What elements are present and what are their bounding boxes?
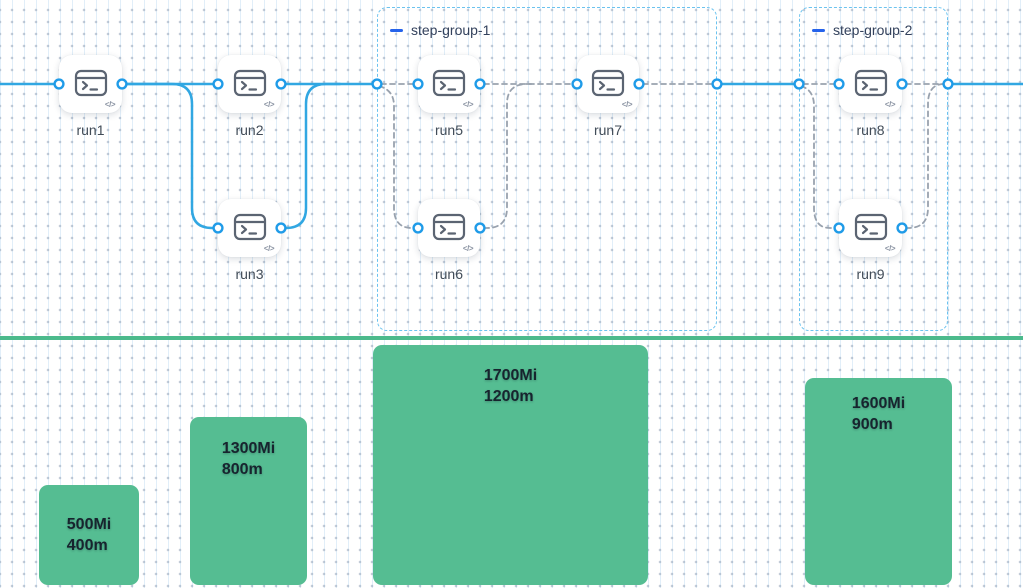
terminal-icon (74, 69, 107, 96)
code-badge-icon: </> (462, 244, 474, 253)
bar-memory-label: 1300Mi (221, 440, 276, 457)
resource-bar-1: 500Mi 400m (39, 485, 139, 585)
group-step-group-2[interactable]: step-group-2 (799, 7, 948, 331)
code-badge-icon: </> (263, 244, 275, 253)
node-label: run7 (593, 122, 623, 138)
node-run8[interactable]: </> run8 (839, 55, 902, 138)
minus-collapse-icon[interactable] (390, 28, 403, 32)
node-run2[interactable]: </> run2 (218, 55, 281, 138)
terminal-icon (432, 69, 466, 96)
node-card[interactable]: </> (59, 55, 122, 113)
node-label: run5 (434, 122, 464, 138)
edge-run3-group1[interactable] (283, 82, 342, 230)
node-card[interactable]: </> (418, 199, 480, 257)
node-label: run3 (235, 266, 264, 282)
code-badge-icon: </> (621, 100, 633, 109)
node-run3[interactable]: </> run3 (218, 199, 281, 282)
bar-label: 1700Mi 1200m (484, 345, 537, 585)
node-card[interactable]: </> (418, 55, 480, 113)
terminal-icon (233, 69, 266, 96)
node-label: run2 (235, 122, 264, 138)
group-step-group-1[interactable]: step-group-1 (377, 7, 717, 331)
resource-bar-4: 1600Mi 900m (805, 378, 952, 585)
bar-cpu-label: 400m (66, 537, 108, 554)
edge-run1-run3[interactable] (124, 82, 216, 230)
code-badge-icon: </> (462, 100, 474, 109)
terminal-icon (233, 213, 266, 240)
bar-memory-label: 1600Mi (851, 395, 906, 412)
code-badge-icon: </> (263, 100, 275, 109)
group-header: step-group-1 (390, 22, 490, 38)
terminal-icon (432, 213, 466, 240)
node-label: run8 (856, 122, 885, 138)
code-badge-icon: </> (104, 100, 116, 109)
node-card[interactable]: </> (218, 55, 281, 113)
node-label: run6 (434, 266, 464, 282)
node-card[interactable]: </> (218, 199, 281, 257)
node-run9[interactable]: </> run9 (839, 199, 902, 282)
node-run6[interactable]: </> run6 (418, 199, 480, 282)
terminal-icon (591, 69, 625, 96)
resource-bar-2: 1300Mi 800m (190, 417, 307, 585)
resource-divider-line (0, 336, 1023, 340)
group-label: step-group-1 (411, 22, 491, 38)
code-badge-icon: </> (884, 100, 896, 109)
bar-label: 500Mi 400m (67, 485, 111, 585)
bar-cpu-label: 900m (851, 416, 893, 433)
group-header: step-group-2 (812, 22, 912, 38)
bar-memory-label: 500Mi (66, 516, 112, 533)
node-label: run9 (856, 266, 885, 282)
node-card[interactable]: </> (839, 199, 902, 257)
node-run7[interactable]: </> run7 (577, 55, 639, 138)
node-card[interactable]: </> (577, 55, 639, 113)
bar-memory-label: 1700Mi (483, 367, 538, 384)
node-run1[interactable]: </> run1 (59, 55, 122, 138)
node-run5[interactable]: </> run5 (418, 55, 480, 138)
group-label: step-group-2 (833, 22, 913, 38)
bar-cpu-label: 800m (221, 461, 263, 478)
bar-label: 1300Mi 800m (222, 417, 275, 585)
node-label: run1 (76, 122, 105, 138)
minus-collapse-icon[interactable] (812, 28, 825, 32)
bar-cpu-label: 1200m (483, 388, 534, 405)
bar-label: 1600Mi 900m (852, 378, 905, 585)
terminal-icon (854, 69, 887, 96)
node-card[interactable]: </> (839, 55, 902, 113)
resource-bar-3: 1700Mi 1200m (373, 345, 648, 585)
code-badge-icon: </> (884, 244, 896, 253)
terminal-icon (854, 213, 887, 240)
